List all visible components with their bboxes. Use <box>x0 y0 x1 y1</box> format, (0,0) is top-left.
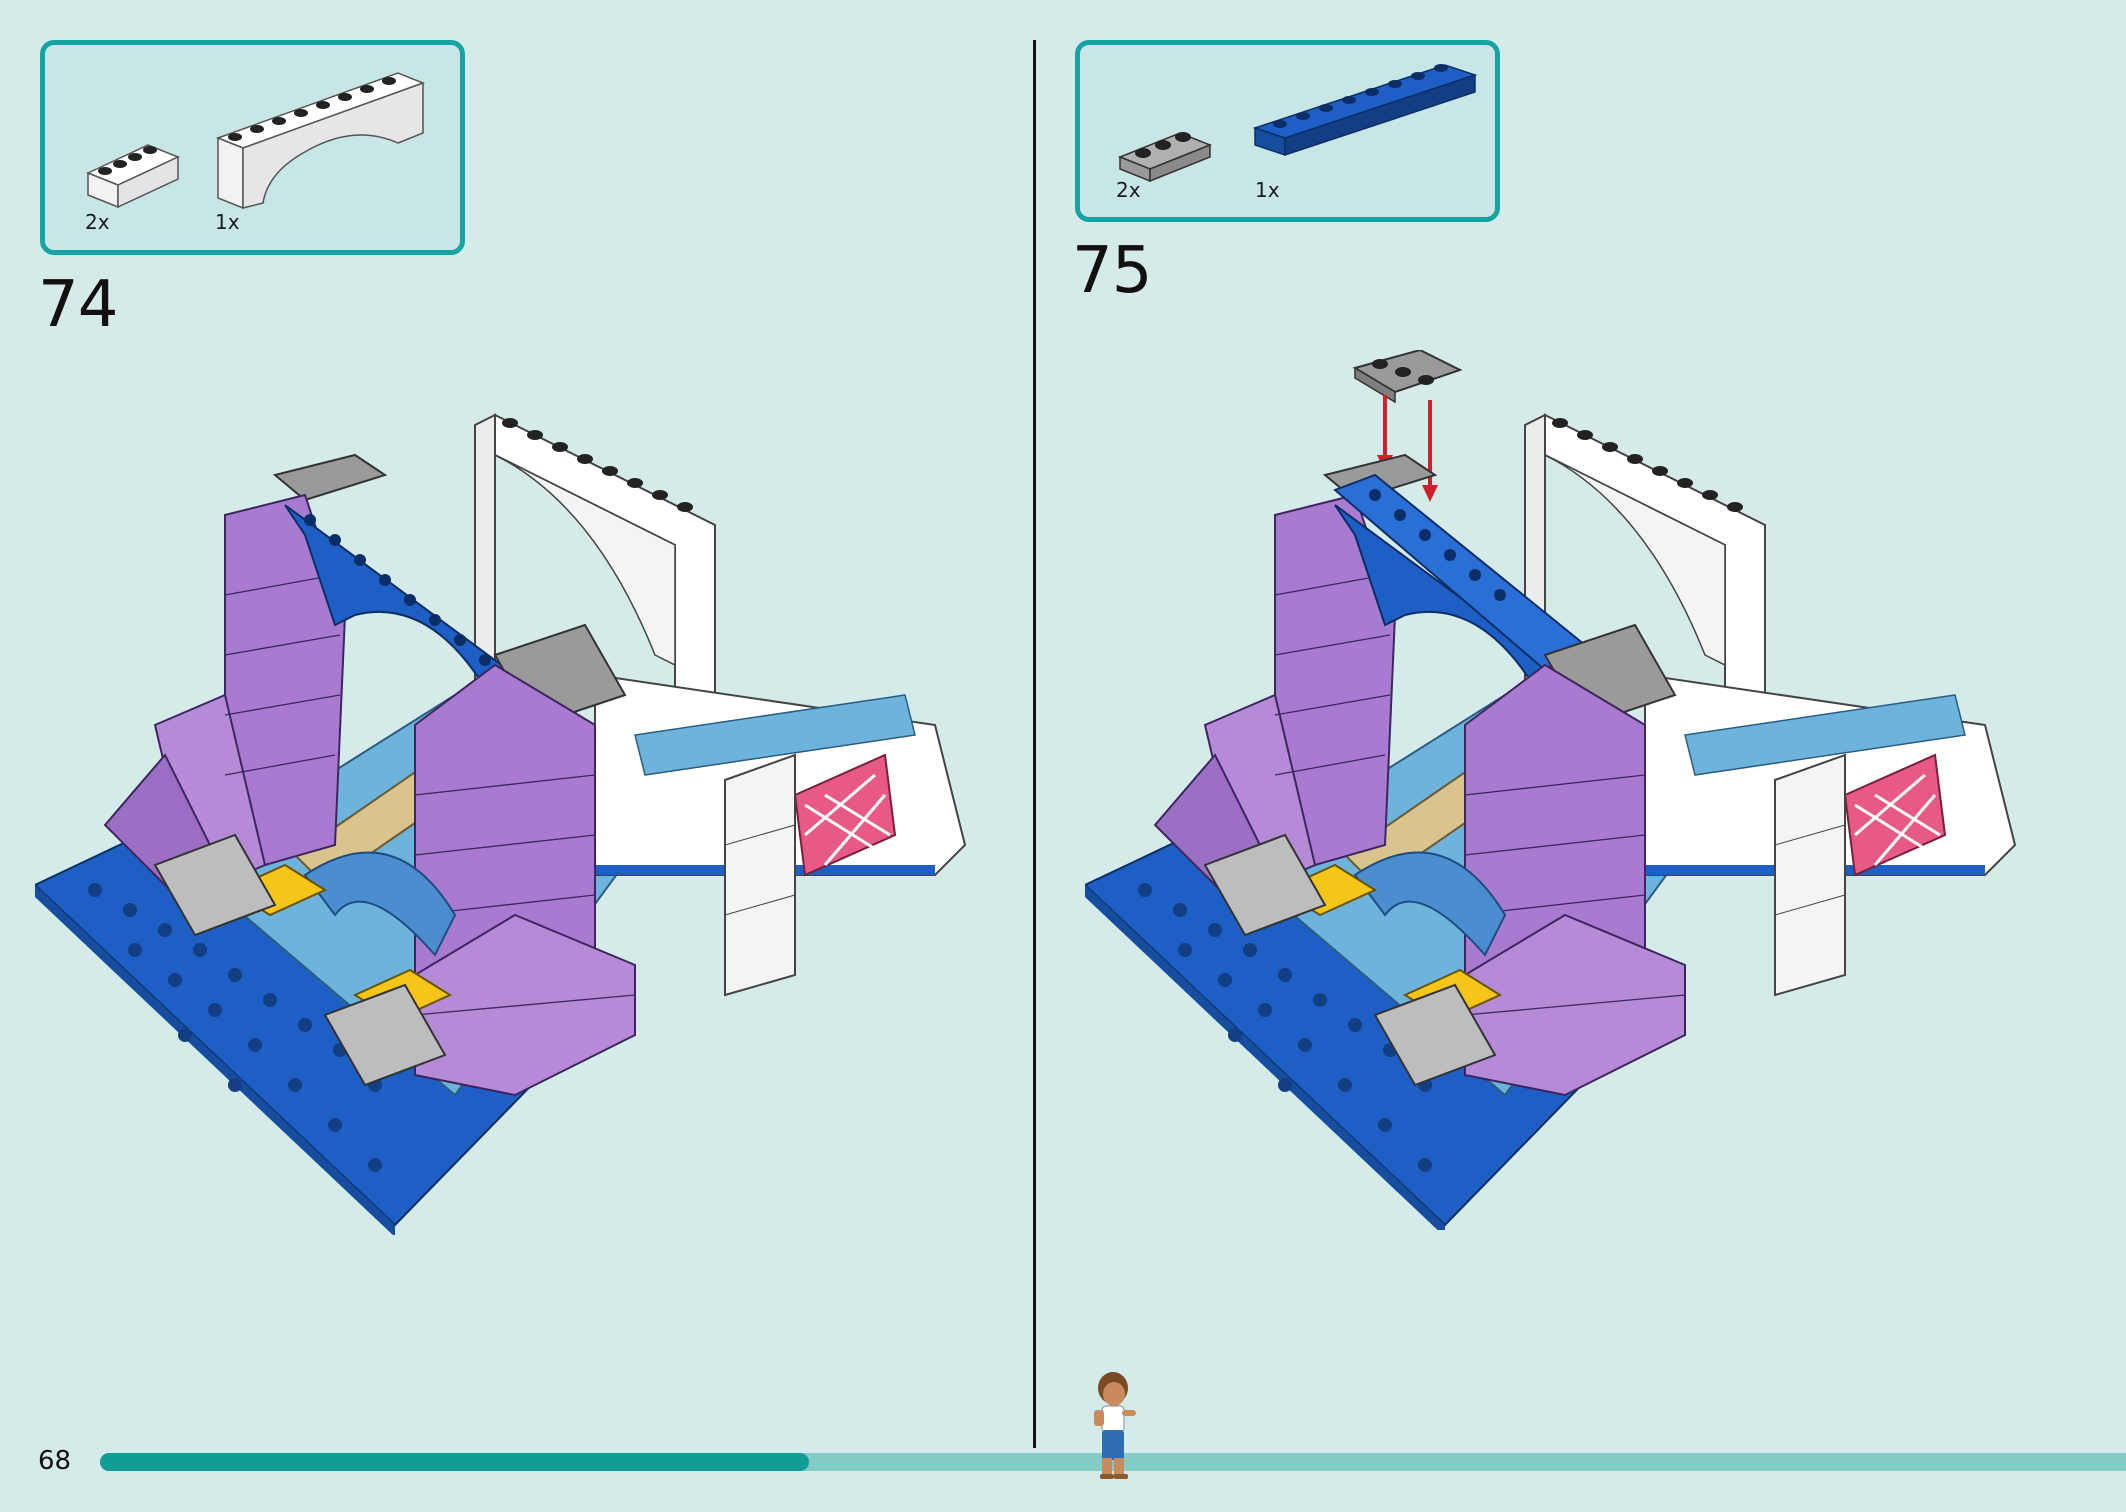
blue-tile-1x8-icon <box>1252 64 1478 157</box>
part-qty: 1x <box>1255 178 1280 202</box>
progress-bar-fill <box>100 1453 810 1471</box>
step-number: 74 <box>38 268 118 342</box>
parts-callout-step-75: 2x 1x <box>1075 40 1500 222</box>
page-number: 68 <box>38 1446 72 1476</box>
model-assembly-step-75 <box>1085 350 2017 1230</box>
grey-plate-1x3-icon <box>1117 132 1213 183</box>
part-qty: 2x <box>1116 178 1141 202</box>
white-brick-1x4-icon <box>86 144 180 209</box>
step-divider <box>1033 40 1036 1448</box>
white-arch-1x8-icon <box>215 72 426 210</box>
step-number: 75 <box>1072 234 1152 308</box>
part-qty: 1x <box>215 210 240 234</box>
minifigure-icon <box>1094 1372 1136 1479</box>
progress-bar <box>100 1453 2126 1471</box>
part-qty: 2x <box>85 210 110 234</box>
model-assembly-step-74 <box>35 413 967 1235</box>
parts-callout-step-74: 2x 1x <box>40 40 465 255</box>
